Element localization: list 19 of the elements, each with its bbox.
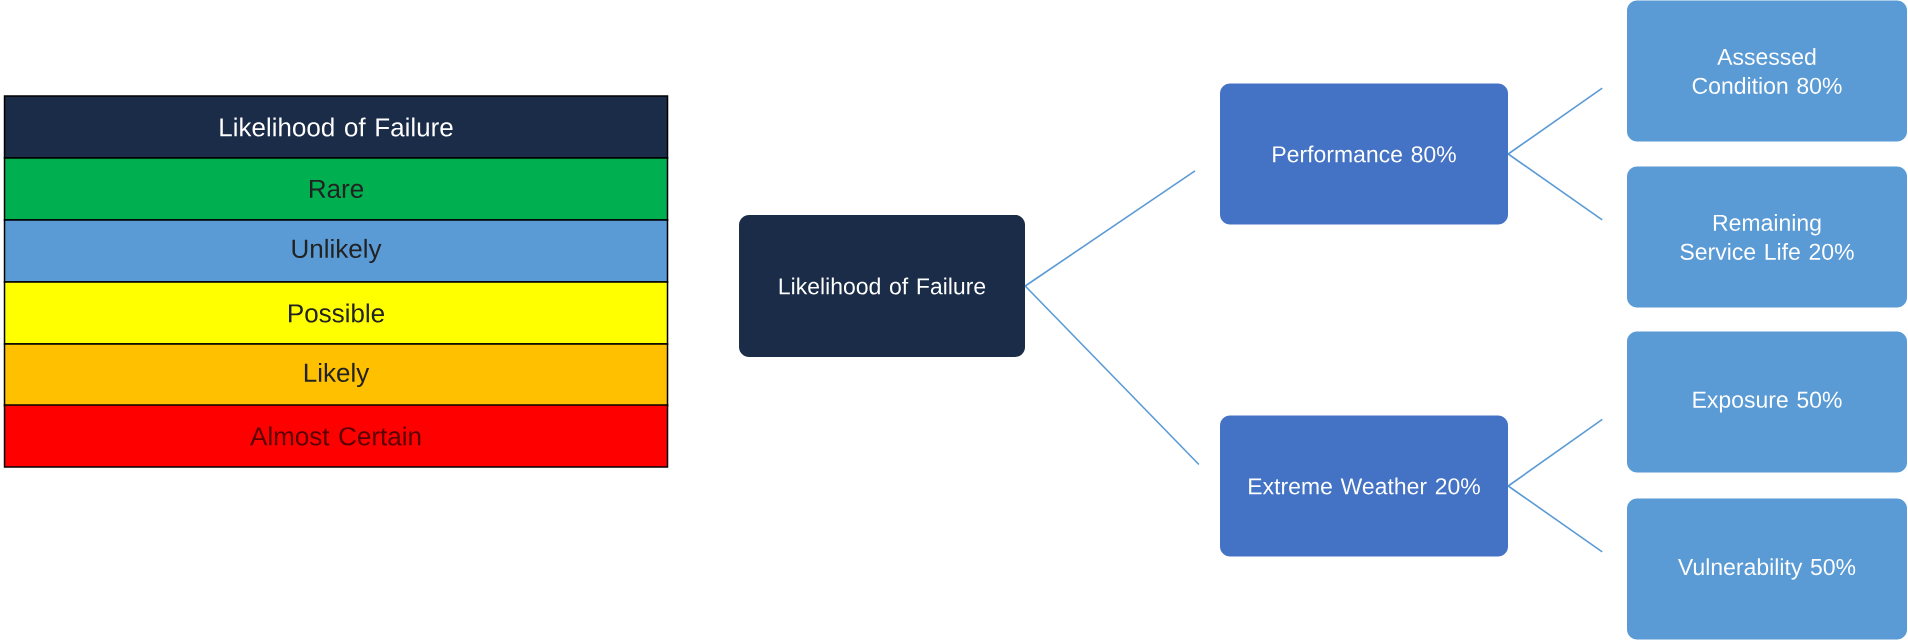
factor-box: Assessed Condition 80%	[1627, 0, 1907, 142]
root-box: Likelihood of Failure	[739, 215, 1025, 357]
table-cell: Almost Certain	[3, 404, 669, 468]
table-cell: Unlikely	[3, 219, 669, 283]
factor-box: Remaining Service Life 20%	[1627, 166, 1907, 308]
table-cell: Possible	[3, 281, 669, 345]
table-cell: Rare	[3, 157, 669, 221]
connector-line	[1507, 153, 1604, 221]
connector-line	[1024, 285, 1200, 466]
category-box: Performance 80%	[1220, 83, 1508, 225]
connector-line	[1507, 485, 1604, 553]
connector-line	[1507, 87, 1604, 155]
category-box: Extreme Weather 20%	[1220, 415, 1508, 557]
table-header: Likelihood of Failure	[3, 95, 669, 159]
connector-line	[1507, 418, 1604, 487]
factor-box: Exposure 50%	[1627, 331, 1907, 473]
connector-line	[1024, 170, 1196, 287]
table-cell: Likely	[3, 343, 669, 407]
factor-box: Vulnerability 50%	[1627, 498, 1907, 640]
